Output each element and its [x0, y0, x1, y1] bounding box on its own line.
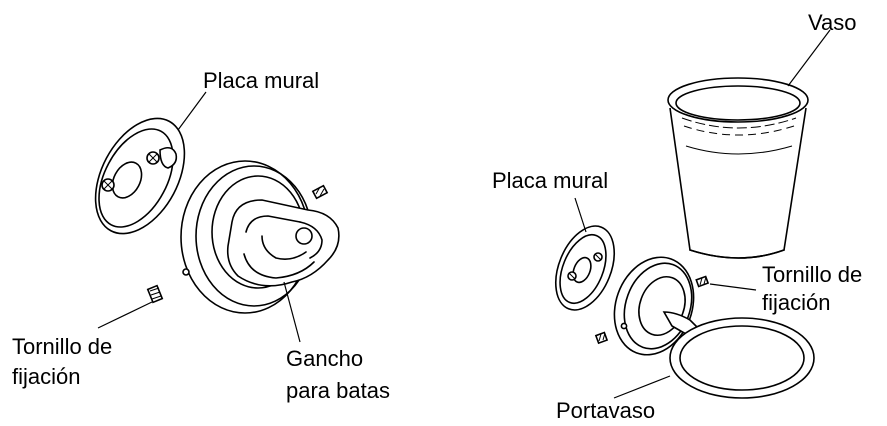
- right-screw-upper-drawing: [695, 275, 710, 288]
- right-set-screw-leader: [709, 283, 757, 291]
- left-wall-plate-leader: [177, 91, 207, 131]
- right-screw-lower-drawing: [594, 331, 609, 345]
- right-wall-plate-label: Placa mural: [492, 168, 609, 193]
- holder-base-drawing: [613, 256, 702, 356]
- left-screw-top-drawing: [311, 184, 329, 200]
- cup-leader: [787, 29, 831, 87]
- left-set-screw-label-line2: fijación: [12, 364, 81, 389]
- left-set-screw-drawing: [146, 284, 164, 304]
- cup-ring-drawing: [669, 317, 815, 399]
- robe-hook-leader: [283, 281, 301, 343]
- robe-hook-label-line2: para batas: [286, 378, 390, 403]
- cup-drawing: [667, 77, 809, 259]
- left-set-screw-leader: [97, 301, 153, 329]
- robe-hook-drawing: [180, 160, 340, 314]
- right-set-screw-label-line1: Tornillo de: [762, 262, 863, 287]
- cup-holder-leader: [613, 375, 671, 399]
- cup-holder-label: Portavaso: [556, 398, 656, 423]
- cup-label: Vaso: [808, 10, 857, 35]
- left-wall-plate-drawing: [94, 117, 186, 235]
- right-wall-plate-drawing: [554, 225, 616, 311]
- left-wall-plate-label: Placa mural: [203, 68, 320, 93]
- robe-hook-label-line1: Gancho: [286, 346, 364, 371]
- right-set-screw-label-line2: fijación: [762, 290, 831, 315]
- right-wall-plate-leader: [574, 197, 587, 233]
- left-set-screw-label-line1: Tornillo de: [12, 334, 113, 359]
